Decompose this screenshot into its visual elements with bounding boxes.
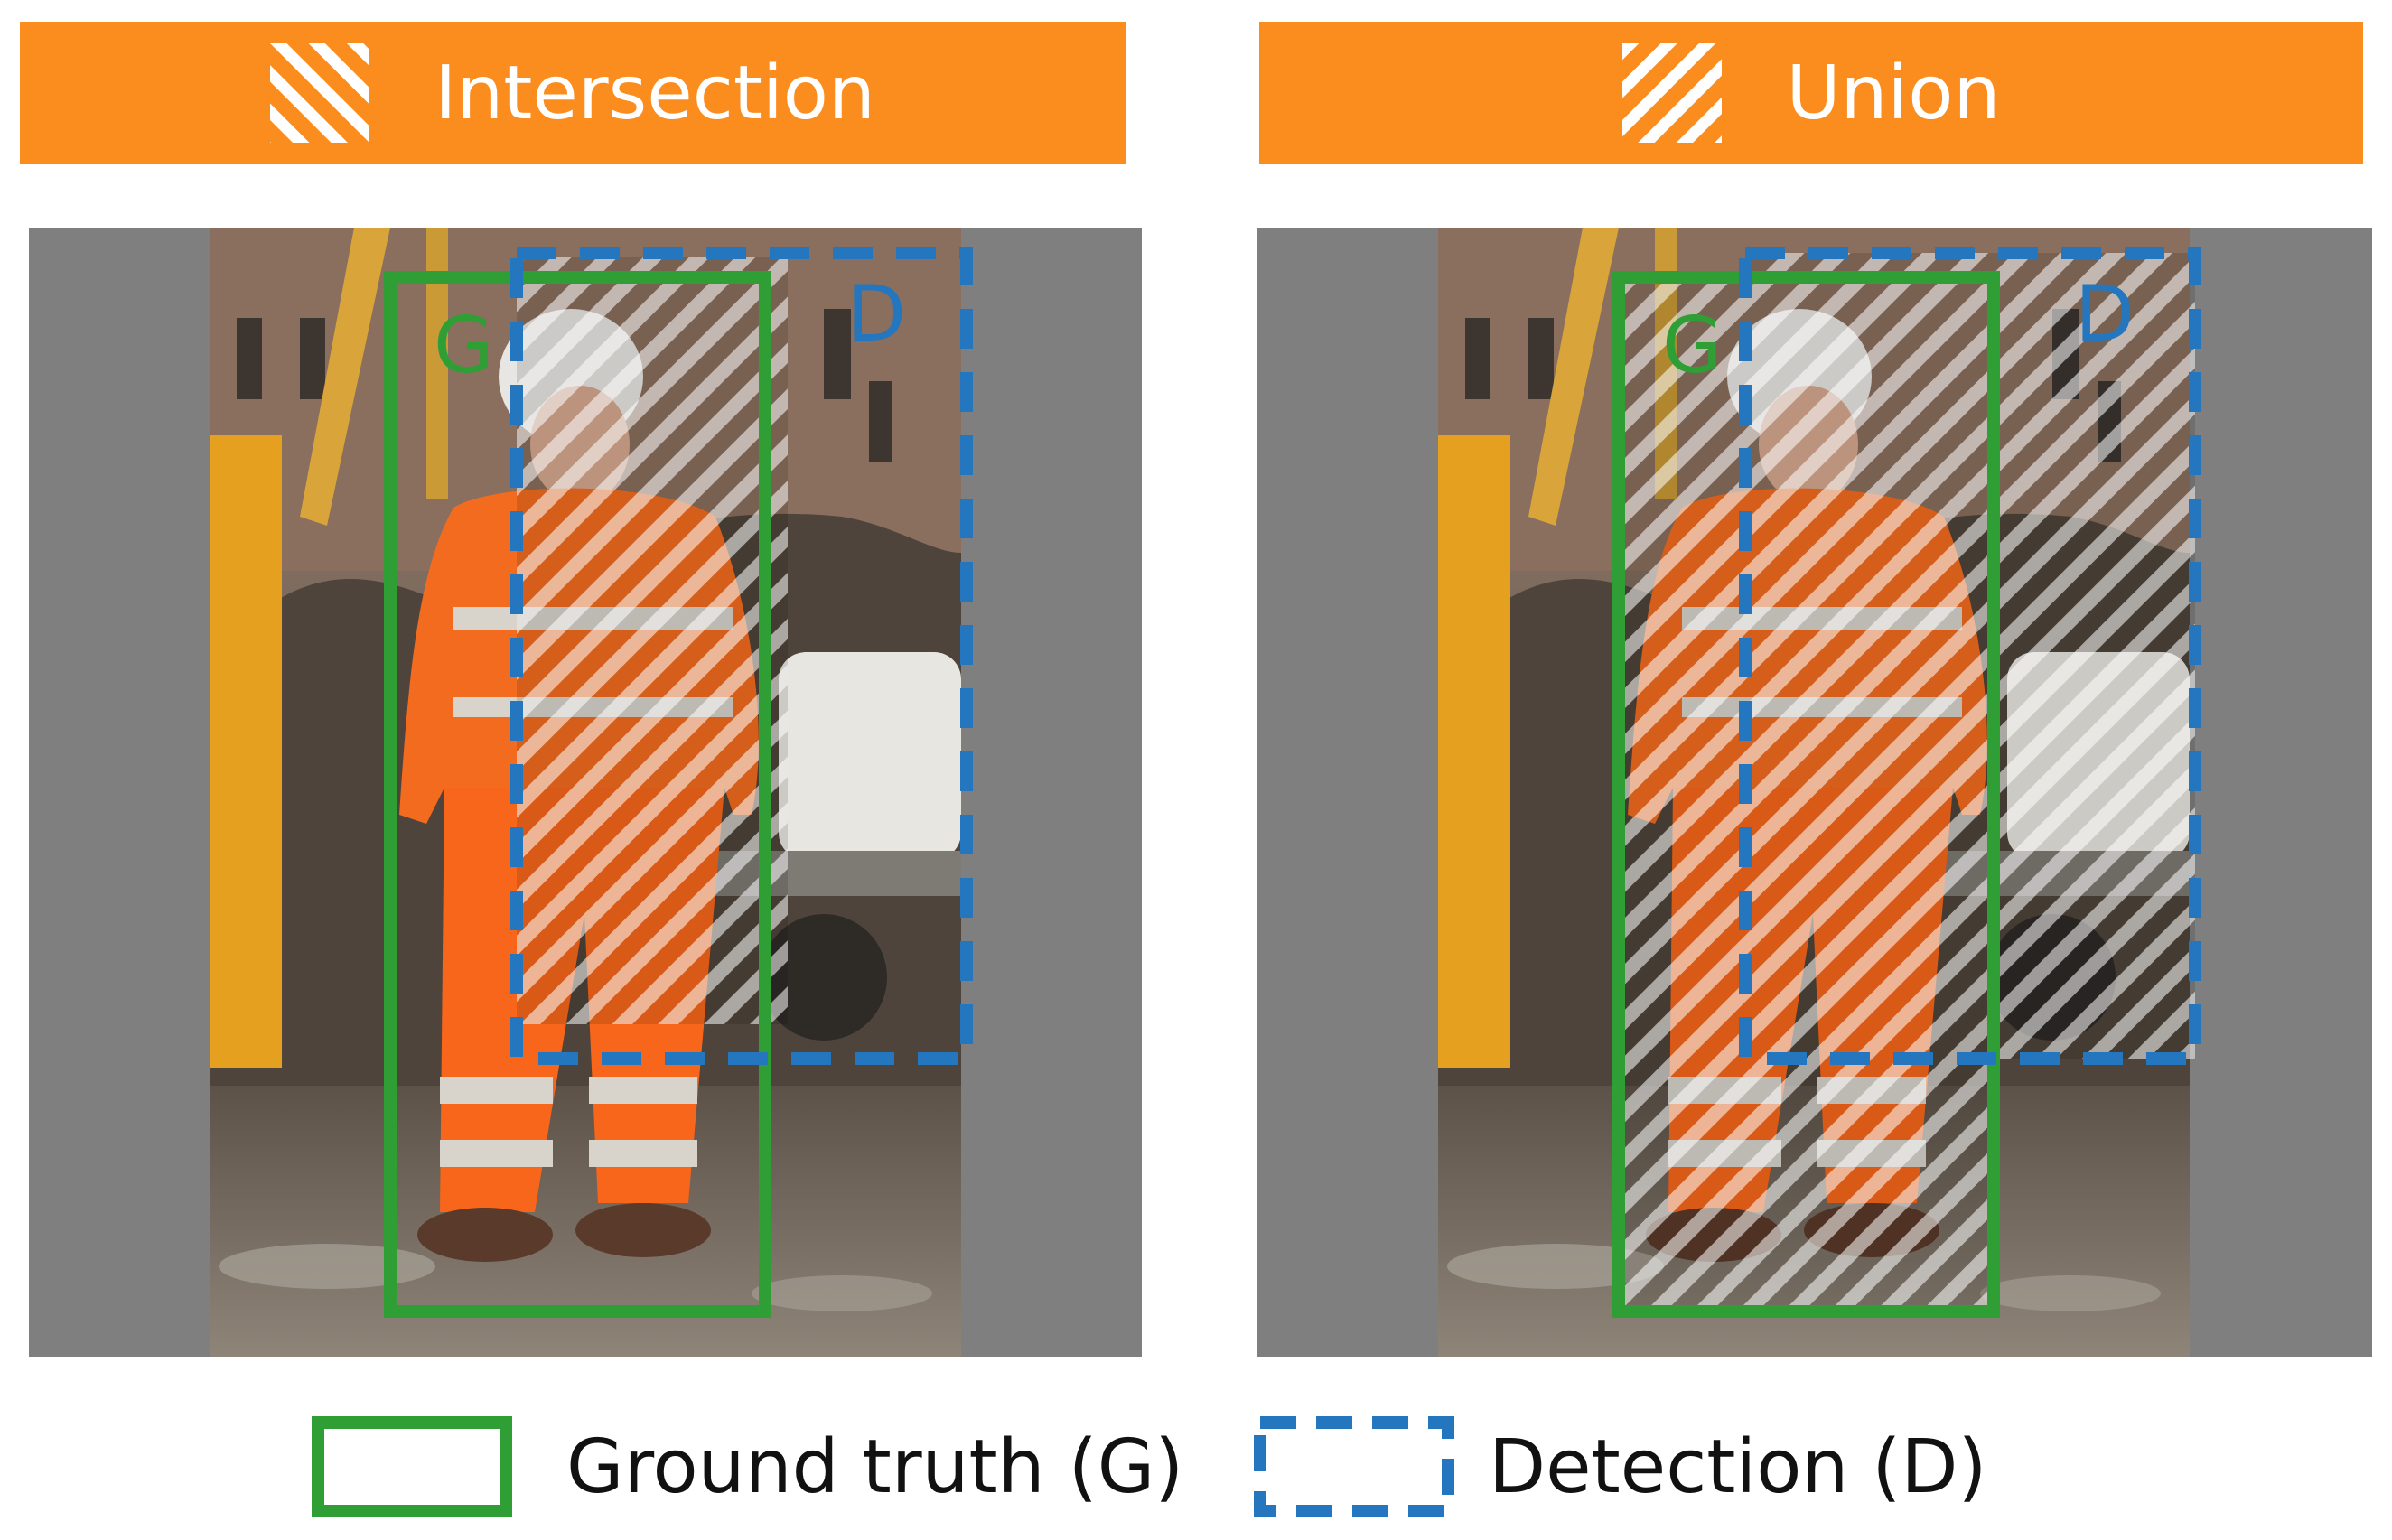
intersection-title: Intersection xyxy=(434,50,875,136)
ground-truth-swatch-icon xyxy=(312,1416,512,1517)
ground-truth-box xyxy=(384,271,771,1318)
union-banner: Union xyxy=(1259,22,2363,164)
legend-detection: Detection (D) xyxy=(1254,1414,1987,1520)
det-letter: D xyxy=(2075,269,2135,359)
detection-box xyxy=(1739,247,2201,1065)
ground-truth-box xyxy=(1612,271,2000,1318)
hatch-swatch-icon xyxy=(1621,43,1722,143)
ground-truth-label: Ground truth (G) xyxy=(566,1423,1184,1510)
intersection-banner: Intersection xyxy=(20,22,1126,164)
union-title: Union xyxy=(1786,50,2001,136)
union-hatch xyxy=(1619,253,2195,1311)
intersection-panel: G D xyxy=(29,228,1142,1357)
detection-label: Detection (D) xyxy=(1489,1423,1987,1510)
detection-box xyxy=(510,247,973,1065)
intersection-hatch xyxy=(517,257,788,1024)
detection-swatch-icon xyxy=(1254,1416,1454,1517)
det-letter: D xyxy=(846,269,906,359)
hatch-swatch-icon xyxy=(270,43,370,143)
legend-ground-truth: Ground truth (G) xyxy=(312,1414,1183,1520)
union-panel: G D xyxy=(1257,228,2372,1357)
gt-letter: G xyxy=(1662,301,1723,391)
gt-letter: G xyxy=(434,301,494,391)
